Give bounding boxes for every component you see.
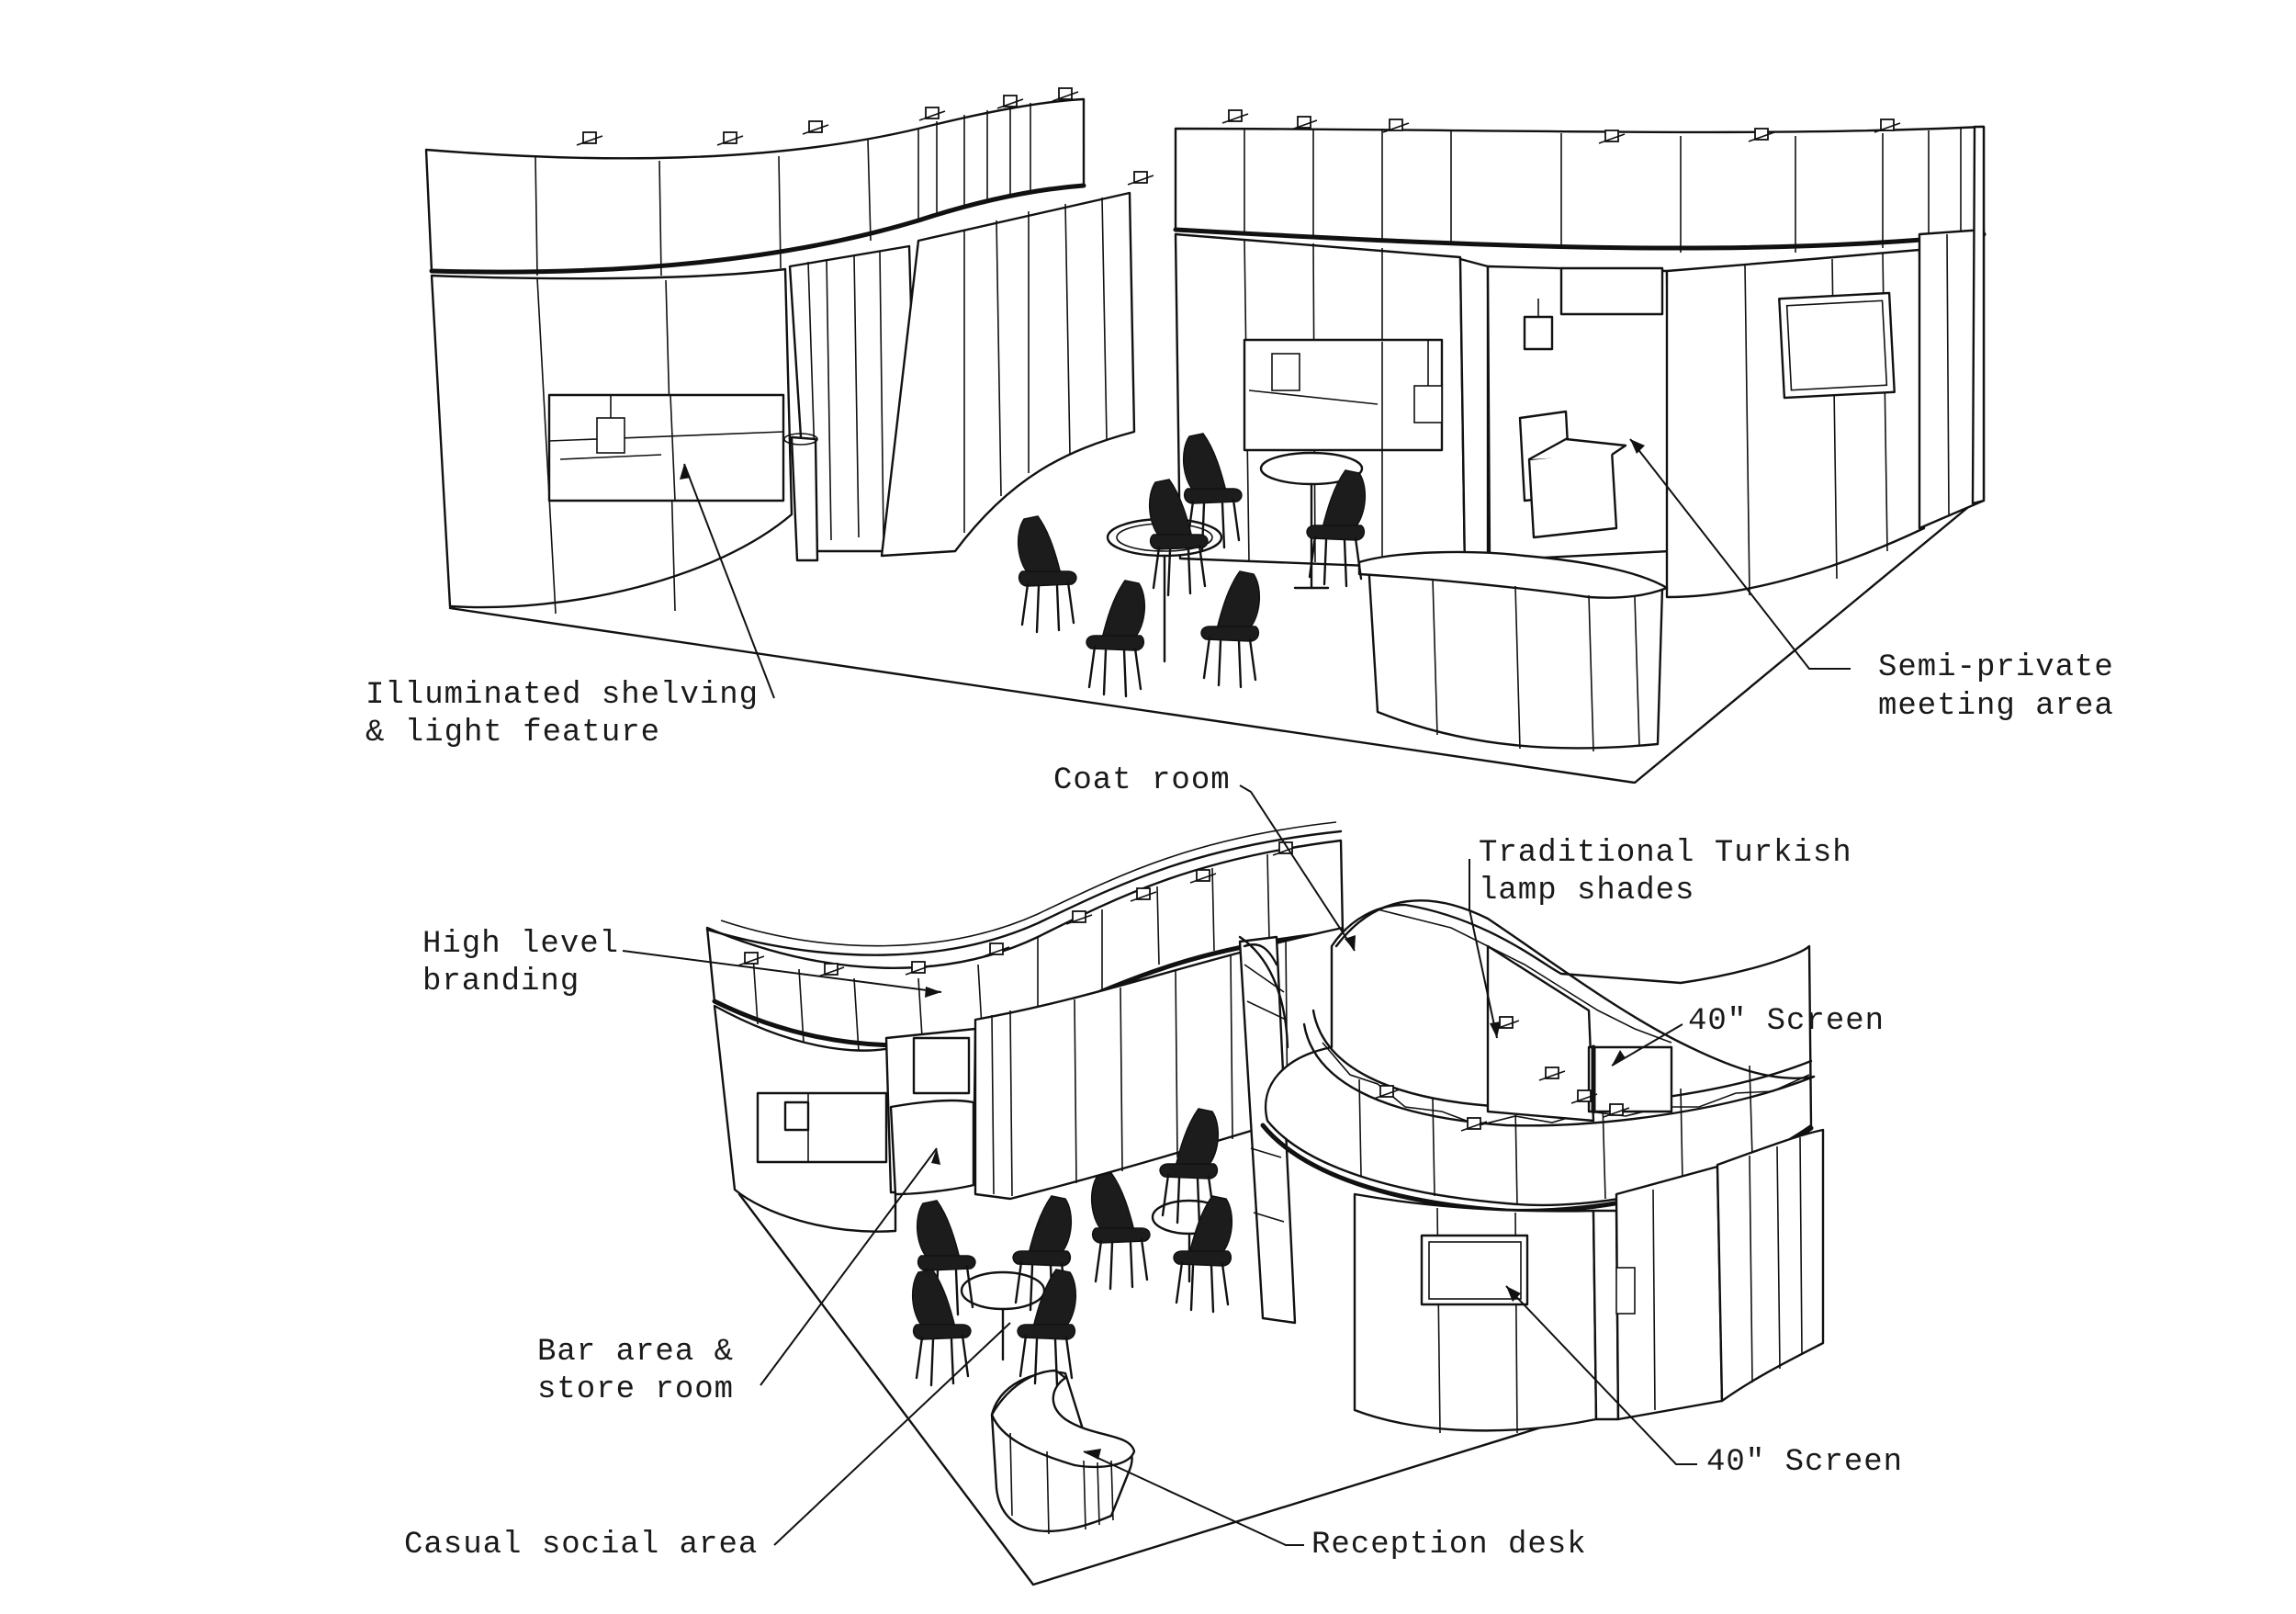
label-semi-private-line2: meeting area [1878, 689, 2114, 724]
bottom-bar-counter [889, 1099, 975, 1196]
top-chair [1017, 514, 1078, 634]
label-reception-desk: Reception desk [1311, 1528, 1587, 1563]
label-lower-40-screen: 40″ Screen [1706, 1445, 1903, 1480]
bottom-chair [1090, 1171, 1152, 1291]
label-bar-area-line1: Bar area & [537, 1335, 734, 1370]
label-illuminated-shelving-line1: Illuminated shelving [366, 678, 759, 713]
label-bar-area-line2: store room [537, 1372, 734, 1407]
label-casual-social-area: Casual social area [404, 1528, 758, 1563]
bottom-upper-screen [1587, 1045, 1673, 1113]
bottom-meeting-interior [1486, 944, 1595, 1123]
leader-lines [622, 438, 1851, 1546]
label-turkish-lamps-line1: Traditional Turkish [1479, 836, 1852, 871]
label-high-level-branding-line2: branding [422, 965, 580, 999]
label-coat-room: Coat room [1053, 763, 1231, 798]
bottom-truss [1302, 1022, 1816, 1127]
bottom-right-lower-wall [1353, 1192, 1598, 1432]
top-right-fascia [1174, 125, 1986, 250]
bottom-stand-illustration [705, 821, 1825, 1586]
top-screen [1778, 291, 1896, 400]
top-stand-illustration [424, 87, 1986, 784]
top-chair [1199, 570, 1261, 689]
bottom-bar-shelving [756, 1091, 888, 1164]
top-table-1 [1259, 451, 1364, 590]
label-turkish-lamps-line2: lamp shades [1479, 874, 1694, 909]
callout-labels: Illuminated shelving & light feature Sem… [366, 650, 2114, 1563]
top-stand-floor [448, 502, 1975, 784]
label-semi-private-line1: Semi-private [1878, 650, 2114, 685]
label-illuminated-shelving-line2: & light feature [366, 716, 660, 751]
top-chair [1085, 579, 1146, 698]
label-high-level-branding-line1: High level [422, 927, 619, 962]
label-upper-40-screen: 40″ Screen [1688, 1004, 1885, 1039]
top-illuminated-shelving [547, 393, 785, 502]
